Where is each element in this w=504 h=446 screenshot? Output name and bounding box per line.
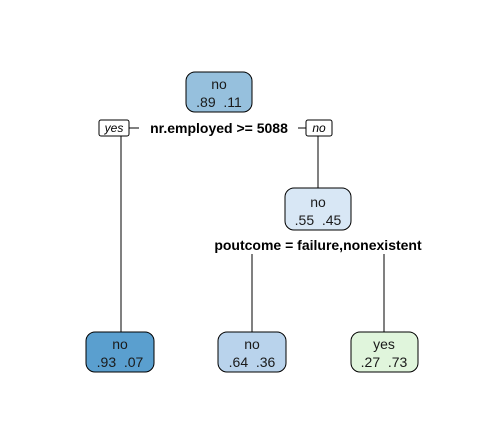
tree-edges — [120, 127, 385, 332]
node-n2-box — [85, 331, 155, 373]
node-n7-leaf: yes .27 .73 — [350, 331, 419, 373]
node-n6-leaf: no .64 .36 — [217, 331, 287, 373]
node-n7-probs: .27 .73 — [361, 354, 408, 370]
node-n6-box — [217, 331, 287, 373]
branch-tag-yes-text: yes — [104, 121, 124, 135]
node-root: no .89 .11 — [185, 71, 253, 113]
branch-tag-no: no — [305, 119, 333, 137]
node-n6-class: no — [244, 336, 260, 352]
node-n3-probs: .55 .45 — [295, 212, 342, 228]
node-n3-box — [284, 187, 352, 231]
branch-tag-yes: yes — [98, 119, 130, 137]
node-n3: no .55 .45 — [284, 187, 352, 231]
node-root-probs: .89 .11 — [196, 94, 242, 110]
node-root-class: no — [211, 76, 227, 92]
node-n7-class: yes — [373, 336, 395, 352]
node-n2-leaf: no .93 .07 — [85, 331, 155, 373]
node-n2-class: no — [112, 336, 128, 352]
node-n2-probs: .93 .07 — [97, 354, 144, 370]
node-n6-probs: .64 .36 — [229, 354, 276, 370]
node-n7-box — [350, 331, 419, 373]
node-n3-class: no — [310, 194, 326, 210]
split-label-n3: poutcome = failure,nonexistent — [214, 237, 422, 253]
node-root-box — [185, 71, 253, 113]
split-label-root: nr.employed >= 5088 — [150, 120, 288, 136]
branch-tag-no-text: no — [312, 121, 326, 135]
